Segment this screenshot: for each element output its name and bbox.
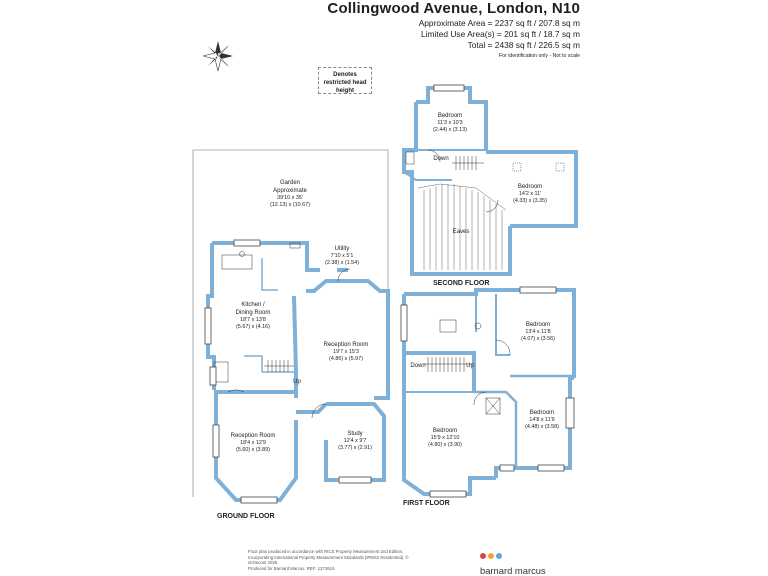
first-details: [424, 319, 511, 415]
bedroom-label: Bedroom: [433, 428, 457, 434]
garden-dim-imperial: 39'10 x 35': [277, 195, 303, 201]
study-dim-metric: (3.77) x (2.91): [338, 445, 372, 451]
reception-room-dim-metric: (4.86) x (5.97): [329, 356, 363, 362]
ground-windows: [204, 239, 372, 504]
brand-name: barnard marcus: [480, 565, 546, 576]
brand-logo: barnard marcus: [480, 546, 570, 576]
bedroom-dim-imperial: 13'4 x 11'8: [525, 329, 550, 335]
brand-dot-orange: [488, 553, 494, 559]
first-stairs-down-label: Down: [410, 363, 425, 369]
scale-note: For identification only - Not to scale: [498, 53, 580, 59]
second-windows: [433, 84, 465, 92]
footer-line-3: Produced for Barnard Marcus. REF: 127361…: [248, 565, 335, 571]
second-floor-plan: [402, 86, 578, 276]
kitchen-label-2: Dining Room: [236, 310, 271, 316]
footer-line-1: Floor plan produced in accordance with R…: [248, 549, 404, 554]
compass-letter: N: [214, 52, 220, 61]
bedroom-label: Bedroom: [526, 322, 550, 328]
utility-dim-metric: (2.38) x (1.54): [325, 260, 359, 266]
second-stairs-down-label: Down: [433, 156, 448, 162]
brand-dot-red: [480, 553, 486, 559]
front-reception-dim-metric: (5.60) x (3.89): [236, 447, 270, 453]
brand-dots-icon: [480, 546, 570, 564]
bedroom-dim-metric: (4.33) x (3.35): [513, 198, 547, 204]
bedroom-dim-metric: (2.44) x (3.13): [433, 127, 467, 133]
front-reception-dim-imperial: 18'4 x 12'9: [240, 440, 266, 446]
ground-stairs: [213, 242, 351, 419]
bedroom-dim-imperial: 15'9 x 12'10: [431, 435, 460, 441]
brand-dot-blue: [496, 553, 502, 559]
utility-label: Utility: [335, 246, 350, 252]
garden-label-2: Approximate: [273, 188, 307, 194]
bedroom-label: Bedroom: [530, 410, 554, 416]
bedroom-dim-metric: (4.07) x (3.56): [521, 336, 555, 342]
footer-line-2: Incorporating International Property Mea…: [248, 554, 409, 566]
utility-dim-imperial: 7'10 x 5'1: [331, 253, 354, 259]
page-title: Collingwood Avenue, London, N10: [327, 0, 580, 17]
bedroom-dim-imperial: 14'8 x 11'9: [529, 417, 554, 423]
second-details: [405, 149, 565, 270]
kitchen-label: Kitchen /: [241, 302, 265, 308]
reception-room-label: Reception Room: [324, 342, 369, 348]
garden-label: Garden: [280, 180, 300, 186]
limited-area: Limited Use Area(s) = 201 sq ft / 18.7 s…: [421, 29, 580, 39]
total-area: Total = 2438 sq ft / 226.5 sq m: [467, 40, 580, 50]
ground-labels: Garden Approximate 39'10 x 35' (12.13) x…: [217, 180, 372, 520]
bedroom-dim-imperial: 11'3 x 10'3: [437, 120, 462, 126]
first-windows: [400, 286, 575, 498]
kitchen-dim-imperial: 18'7 x 13'8: [240, 317, 266, 323]
front-reception-label: Reception Room: [231, 433, 276, 439]
bedroom-dim-metric: (4.80) x (3.90): [428, 442, 462, 448]
first-stairs-up-label: Up: [466, 363, 474, 369]
first-floor-label: FIRST FLOOR: [403, 500, 450, 507]
garden-dim-metric: (12.13) x (10.67): [270, 202, 310, 208]
footer-disclaimer: Floor plan produced in accordance with R…: [248, 549, 428, 571]
restricted-height-legend: Denotes restricted head height: [318, 67, 372, 94]
first-labels: Bedroom 13'4 x 11'8 (4.07) x (3.56) Bedr…: [403, 322, 559, 507]
first-floor-plan: [402, 288, 576, 496]
reception-room-dim-imperial: 19'7 x 15'3: [333, 349, 359, 355]
bedroom-label: Bedroom: [438, 113, 462, 119]
bedroom-dim-imperial: 14'2 x 11': [519, 191, 541, 197]
header: Collingwood Avenue, London, N10 Approxim…: [327, 0, 580, 61]
study-label: Study: [347, 431, 362, 437]
compass-icon: N: [202, 41, 233, 72]
bedroom-label: Bedroom: [518, 184, 542, 190]
second-labels: Bedroom 11'3 x 10'3 (2.44) x (3.13) Bedr…: [433, 113, 547, 287]
ground-stairs-up-label: Up: [293, 379, 301, 385]
kitchen-dim-metric: (5.67) x (4.16): [236, 324, 270, 330]
second-floor-label: SECOND FLOOR: [433, 280, 489, 287]
approx-area: Approximate Area = 2237 sq ft / 207.8 sq…: [418, 18, 580, 28]
eaves-label: Eaves: [453, 229, 470, 235]
study-dim-imperial: 12'4 x 9'7: [344, 438, 367, 444]
bedroom-dim-metric: (4.48) x (3.58): [525, 424, 559, 430]
ground-floor-label: GROUND FLOOR: [217, 513, 275, 520]
